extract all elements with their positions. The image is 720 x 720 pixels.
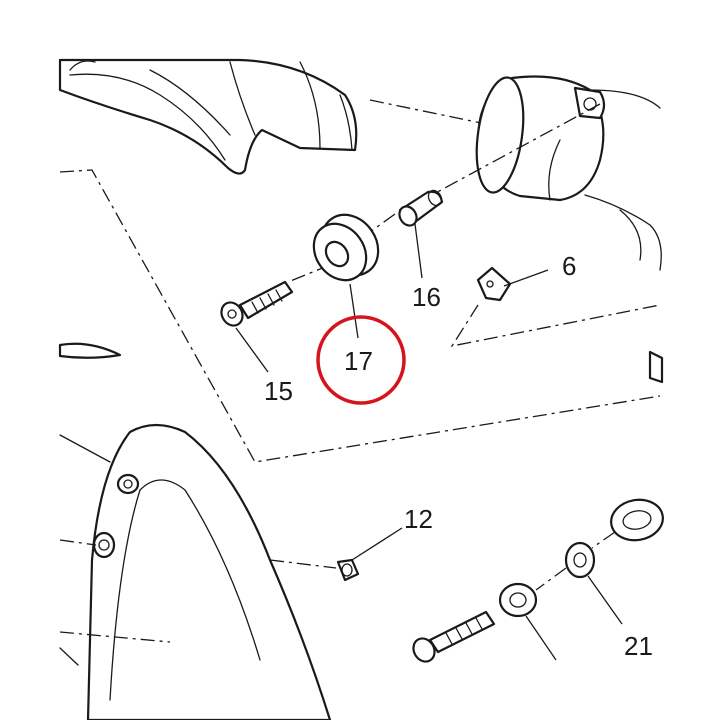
leader-12 [351,527,403,561]
silencer-part [475,75,662,271]
rubber-grommet-part [312,213,380,282]
callout-16: 16 [412,282,441,312]
shield-axis-left [59,539,97,546]
leader-6 [503,269,549,287]
leader-21 [587,575,623,625]
spacer-tube-part [398,189,444,227]
small-nut-part [336,558,360,582]
assembly-axis-middle [369,103,601,233]
exhaust-collector-part [58,58,358,175]
screw-part [220,280,294,327]
bracket-fragment-part [58,342,122,359]
bottom-screw-part [412,610,496,663]
callout-15: 15 [264,376,293,406]
leader-15 [235,327,269,373]
heat-shield-part [59,423,332,720]
fastener-axis [535,531,616,591]
highlight-ring [316,315,406,405]
sub-assembly-outline [450,304,661,347]
grommet-21-assembly [498,498,664,618]
clip-nut-part [476,266,512,302]
callout-21: 21 [624,631,653,661]
shield-axis-right [269,559,337,569]
assembly-axis-top [369,99,487,125]
leader-bottom [525,615,557,661]
shield-axis-bottom [59,631,171,643]
leader-16 [414,223,423,279]
leader-17 [349,283,359,339]
frame-fragment-right [648,350,664,384]
callout-6: 6 [562,251,576,281]
callout-12: 12 [404,504,433,534]
callout-17: 17 [344,346,373,376]
shield-edge-line [59,647,79,666]
assembly-boundary-outline [59,169,661,463]
